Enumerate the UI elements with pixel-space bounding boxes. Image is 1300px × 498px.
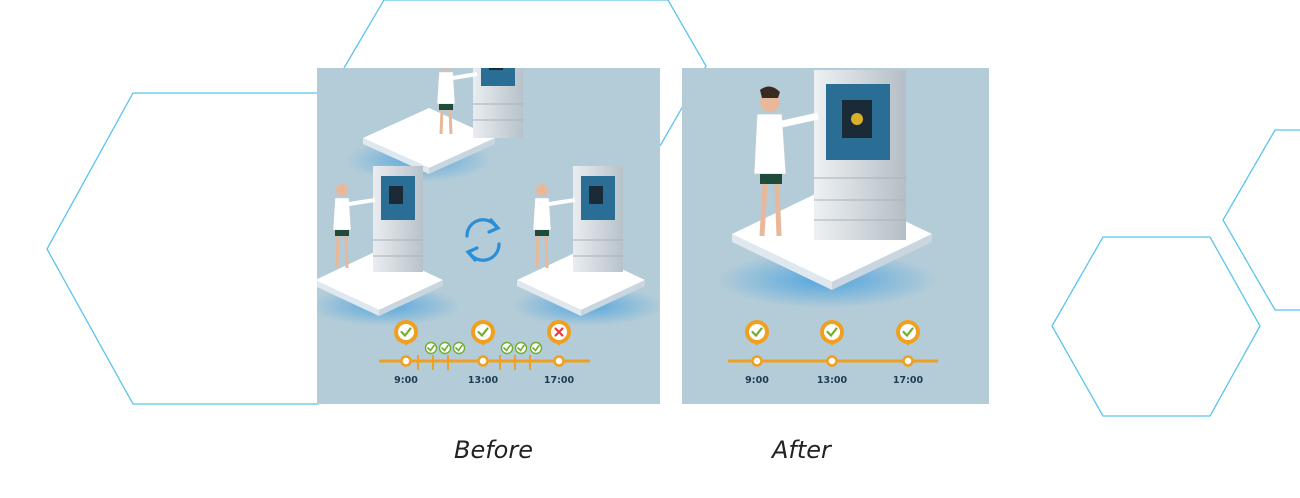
check-icon (471, 320, 495, 346)
check-icon (896, 320, 920, 346)
sync-icon (465, 218, 501, 262)
timeline-label: 17:00 (544, 375, 575, 386)
lab-technician (753, 86, 819, 237)
minor-check-icons (424, 341, 543, 355)
lab-station-right (512, 166, 660, 326)
check-icon (820, 320, 844, 346)
lab-technician (532, 184, 576, 269)
timeline: 9:00 13:00 17:00 (728, 320, 938, 386)
lab-technician (332, 184, 376, 269)
timeline: 9:00 13:00 17:00 (379, 320, 590, 386)
check-icon (745, 320, 769, 346)
error-icon (547, 320, 571, 346)
check-icon (394, 320, 418, 346)
hexagon-outline-left (46, 92, 319, 405)
lab-technician (436, 68, 478, 135)
timeline-node (553, 355, 565, 367)
hexagon-outline-right-small (1051, 236, 1261, 417)
timeline-label: 13:00 (817, 375, 848, 386)
before-panel: 9:00 13:00 17:00 (317, 68, 660, 404)
timeline-label: 9:00 (745, 375, 769, 386)
timeline-node (400, 355, 412, 367)
hexagon-outline-right-edge (1222, 129, 1300, 311)
lab-station-top (347, 68, 523, 182)
timeline-label: 13:00 (468, 375, 499, 386)
timeline-label: 9:00 (394, 375, 418, 386)
after-caption: After (772, 436, 831, 464)
lab-station (717, 70, 937, 308)
timeline-node (751, 355, 763, 367)
before-caption: Before (454, 436, 533, 464)
after-panel: 9:00 13:00 17:00 (682, 68, 989, 404)
timeline-node (477, 355, 489, 367)
timeline-node (826, 355, 838, 367)
lab-station-left (317, 166, 460, 326)
timeline-label: 17:00 (893, 375, 924, 386)
timeline-node (902, 355, 914, 367)
